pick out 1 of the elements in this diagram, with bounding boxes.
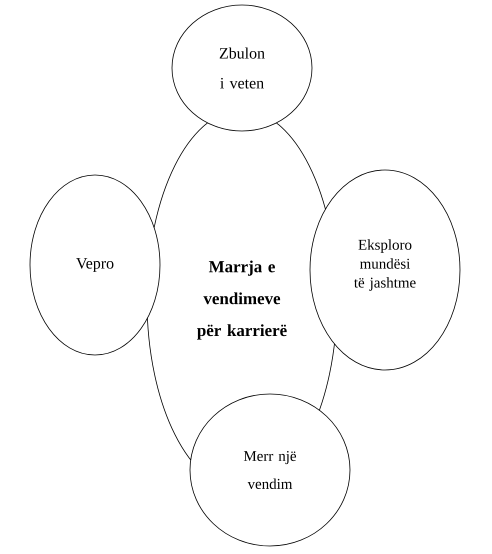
node-label: Merr një vendim	[244, 451, 296, 489]
